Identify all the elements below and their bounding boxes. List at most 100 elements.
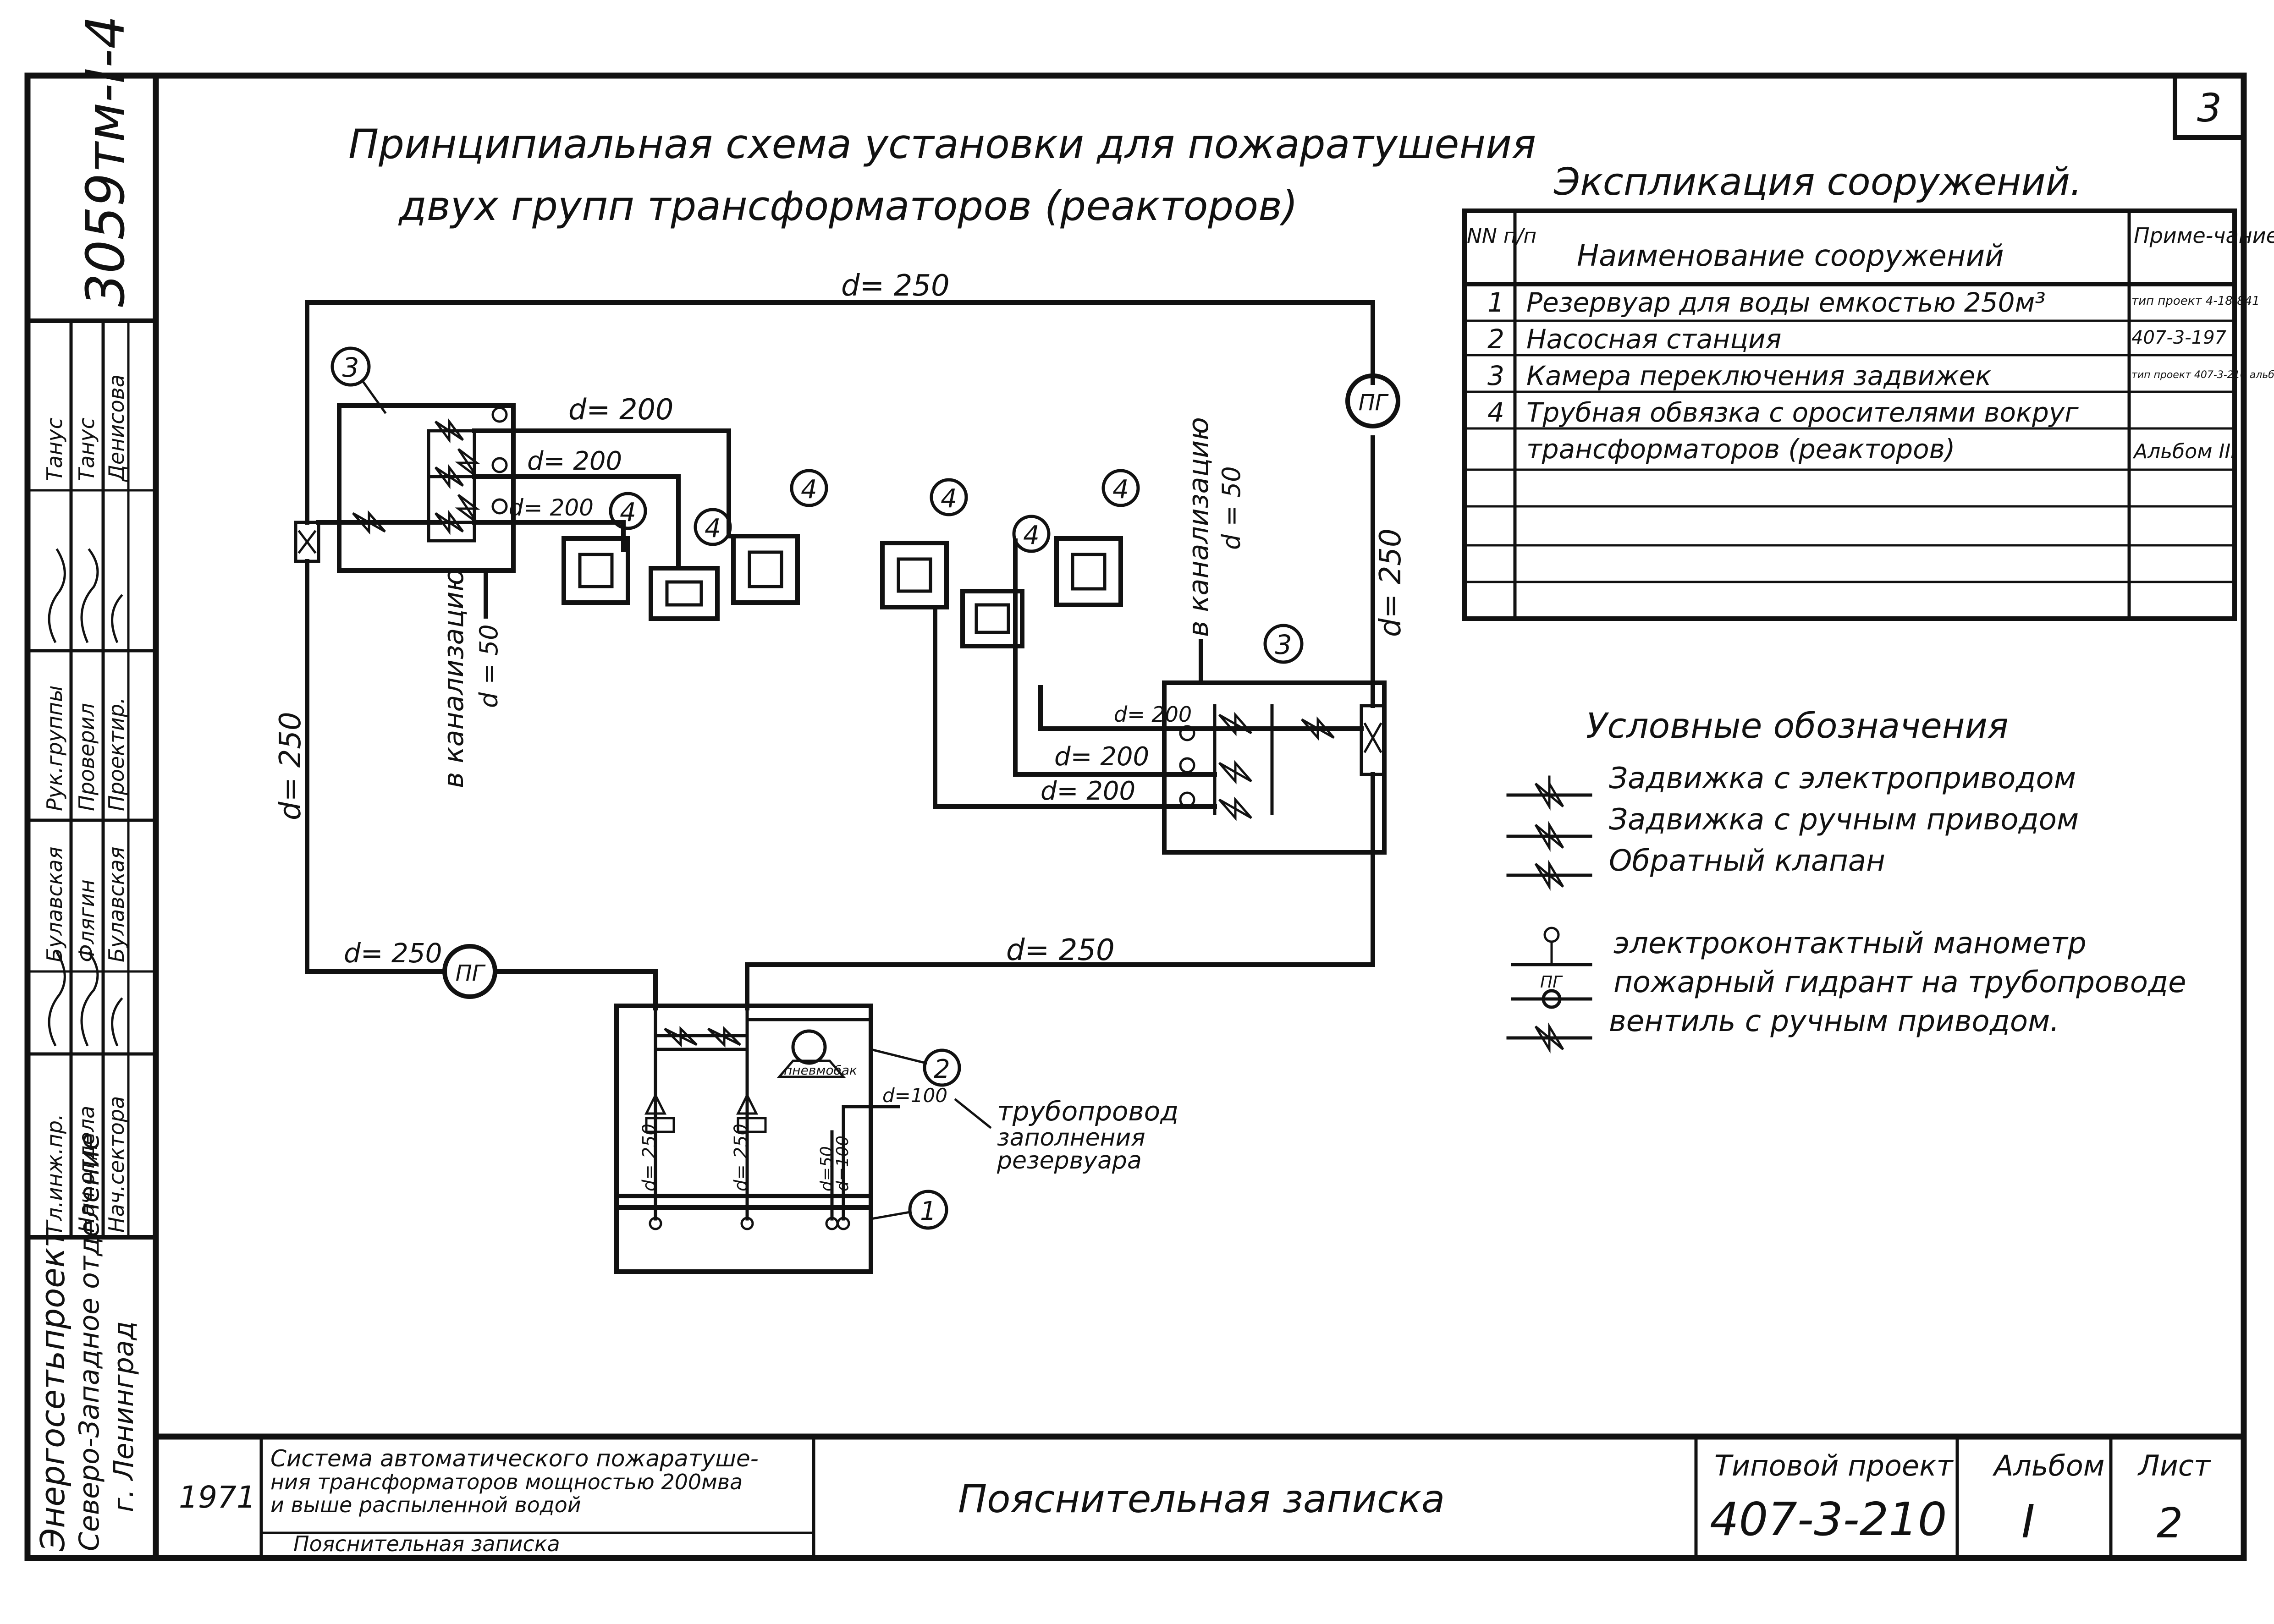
svg-text:407-3-197: 407-3-197 — [2131, 327, 2227, 348]
explication-table: Экспликация сооружений. NN п/п Наименова… — [1462, 160, 2274, 621]
svg-text:4: 4 — [620, 498, 636, 527]
camera-3-left — [337, 403, 516, 573]
svg-text:d= 200: d= 200 — [509, 494, 594, 521]
reservoir-1 — [614, 1194, 873, 1274]
svg-text:в канализацию: в канализацию — [1183, 417, 1215, 637]
svg-text:d = 50: d = 50 — [474, 624, 503, 708]
svg-text:Задвижка с электроприводом: Задвижка с электроприводом — [1609, 762, 2076, 796]
svg-text:Альбом: Альбом — [1992, 1449, 2105, 1482]
svg-text:d= 200: d= 200 — [568, 393, 673, 426]
side-name-6: Денисова — [104, 374, 129, 482]
side-role-2: Нач.отдела — [74, 1106, 99, 1233]
pipe-label-top: d= 250 — [841, 269, 950, 303]
schematic-left: d= 250 d= 250 d= 250 d= 250 d= 250 ПГ ПГ… — [274, 269, 1408, 1274]
transformer-r1 — [880, 541, 949, 609]
svg-text:4: 4 — [1112, 475, 1129, 505]
sheet-number-box — [2173, 73, 2246, 140]
svg-text:трансформаторов (реакторов): трансформаторов (реакторов) — [1526, 433, 1955, 465]
side-name-3: Булавская — [104, 847, 129, 962]
svg-text:d=100: d=100 — [833, 1136, 852, 1191]
svg-text:Насосная станция: Насосная станция — [1526, 324, 1781, 355]
marker-3-right — [1263, 624, 1304, 664]
hydrant-right — [1345, 373, 1400, 428]
svg-text:d= 200: d= 200 — [1054, 742, 1149, 772]
transformer-r3 — [1054, 536, 1123, 607]
svg-text:3: 3 — [342, 352, 359, 383]
svg-text:Трубная обвязка с оросителями: Трубная обвязка с оросителями вокруг — [1526, 397, 2079, 428]
svg-text:1971: 1971 — [179, 1480, 256, 1515]
camera-3-right — [1162, 680, 1387, 855]
svg-text:ПГ: ПГ — [1540, 973, 1563, 992]
svg-text:пневмобак: пневмобак — [784, 1063, 857, 1078]
pipe-label-right: d= 250 — [1374, 528, 1408, 637]
pipe-label-left: d= 250 — [274, 712, 308, 820]
side-role-3: Нач.сектора — [104, 1096, 129, 1233]
svg-text:2: 2 — [1487, 324, 1504, 355]
svg-text:Задвижка с ручным приводом: Задвижка с ручным приводом — [1609, 803, 2079, 837]
pipe-label-bottom-left: d= 250 — [344, 938, 442, 969]
side-role-1: Гл.инж.пр. — [42, 1114, 67, 1233]
org-line-2: Северо-Западное отделение — [73, 1133, 105, 1551]
svg-text:пожарный гидрант на трубопрово: пожарный гидрант на трубопроводе — [1613, 966, 2186, 999]
svg-text:Камера переключения задвижек: Камера переключения задвижек — [1526, 360, 1991, 391]
legend-heading: Условные обозначения — [1586, 705, 2009, 746]
svg-text:NN п/п: NN п/п — [1467, 225, 1536, 248]
svg-text:ния трансформаторов мощностью: ния трансформаторов мощностью 200мва — [270, 1470, 743, 1494]
svg-text:1: 1 — [920, 1196, 936, 1226]
side-name-4: Танус — [42, 417, 67, 481]
svg-text:Пояснительная записка: Пояснительная записка — [293, 1531, 560, 1556]
svg-text:электроконтактный манометр: электроконтактный манометр — [1613, 927, 2087, 960]
svg-text:d= 250: d= 250 — [731, 1124, 752, 1191]
outer-frame — [24, 72, 2247, 1561]
svg-text:407-3-210: 407-3-210 — [1710, 1492, 1947, 1546]
sheet-number: 3 — [2197, 86, 2222, 131]
svg-text:1: 1 — [1487, 287, 1504, 318]
transformer-r2 — [960, 589, 1024, 648]
svg-text:вентиль с ручным приводом.: вентиль с ручным приводом. — [1609, 1004, 2059, 1038]
svg-text:тип проект 4-18-841: тип проект 4-18-841 — [2131, 294, 2260, 308]
svg-text:и выше распыленной водой: и выше распыленной водой — [270, 1492, 581, 1517]
main-ring-pipe — [305, 300, 1375, 525]
svg-text:d=100: d=100 — [882, 1084, 947, 1107]
svg-text:4: 4 — [705, 514, 721, 543]
side-name-2: Флягин — [74, 879, 99, 962]
side-strip: 3059тм-I-4 Гл.инж.пр. Нач.отдела Нач.сек… — [25, 16, 158, 1552]
svg-text:тип проект 407-3-210 альбом: тип проект 407-3-210 альбом — [2131, 369, 2274, 381]
transformer-l2 — [649, 566, 720, 621]
svg-text:Наименование сооружений: Наименование сооружений — [1577, 239, 2004, 273]
svg-text:d=50: d=50 — [817, 1146, 836, 1191]
marker-3-left — [330, 346, 371, 387]
pipe-label-bottom-right: d= 250 — [1006, 933, 1115, 967]
diagram-title-line2: двух групп трансформаторов (реакторов) — [398, 182, 1298, 230]
side-name-5: Танус — [74, 417, 99, 481]
svg-text:трубопровод: трубопровод — [997, 1096, 1178, 1127]
svg-text:d= 250: d= 250 — [639, 1124, 660, 1191]
transformer-l3 — [731, 534, 800, 605]
svg-text:d= 200: d= 200 — [1041, 776, 1135, 806]
svg-text:Резервуар для воды емкостью 25: Резервуар для воды емкостью 250м³ — [1526, 287, 2046, 318]
svg-text:4: 4 — [801, 475, 817, 505]
svg-text:ПГ: ПГ — [456, 960, 486, 986]
svg-text:заполнения: заполнения — [997, 1124, 1145, 1152]
side-role-5: Проверил — [74, 703, 99, 811]
marker-1 — [908, 1190, 948, 1230]
svg-text:2: 2 — [2157, 1499, 2183, 1547]
marker-2 — [923, 1048, 961, 1087]
svg-text:ПГ: ПГ — [1359, 390, 1389, 416]
svg-text:в канализацию: в канализацию — [438, 568, 470, 788]
svg-text:3: 3 — [1487, 360, 1504, 391]
svg-text:Лист: Лист — [2137, 1449, 2211, 1482]
ring-valve-left — [294, 521, 320, 563]
svg-text:Система автоматического пожара: Система автоматического пожаратуше- — [270, 1445, 759, 1472]
svg-text:d = 50: d = 50 — [1217, 466, 1246, 550]
vertical-code: 3059тм-I-4 — [75, 16, 137, 307]
doc-title: Пояснительная записка — [958, 1476, 1445, 1521]
svg-text:3: 3 — [1275, 629, 1292, 660]
svg-text:Приме-чание: Приме-чание — [2134, 223, 2274, 248]
svg-text:4: 4 — [1023, 521, 1040, 550]
side-name-1: Булавская — [42, 847, 67, 962]
svg-text:Обратный клапан: Обратный клапан — [1609, 844, 1885, 878]
svg-text:2: 2 — [934, 1054, 950, 1084]
svg-text:d= 200: d= 200 — [1114, 702, 1192, 727]
